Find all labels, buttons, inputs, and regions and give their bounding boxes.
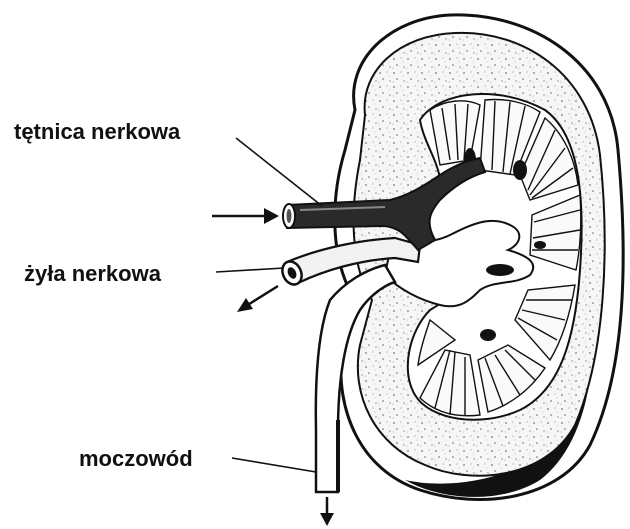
leader-lines [216, 138, 322, 472]
artery-inflow-arrow [212, 208, 279, 224]
leader-artery [236, 138, 322, 206]
vein-outflow-arrow [237, 286, 278, 312]
label-renal-vein: żyła nerkowa [24, 263, 161, 285]
leader-ureter [232, 458, 316, 472]
label-ureter: moczowód [79, 448, 193, 470]
label-renal-artery: tętnica nerkowa [14, 121, 180, 143]
ureter-outflow-arrow [320, 497, 334, 526]
leader-vein [216, 268, 284, 272]
